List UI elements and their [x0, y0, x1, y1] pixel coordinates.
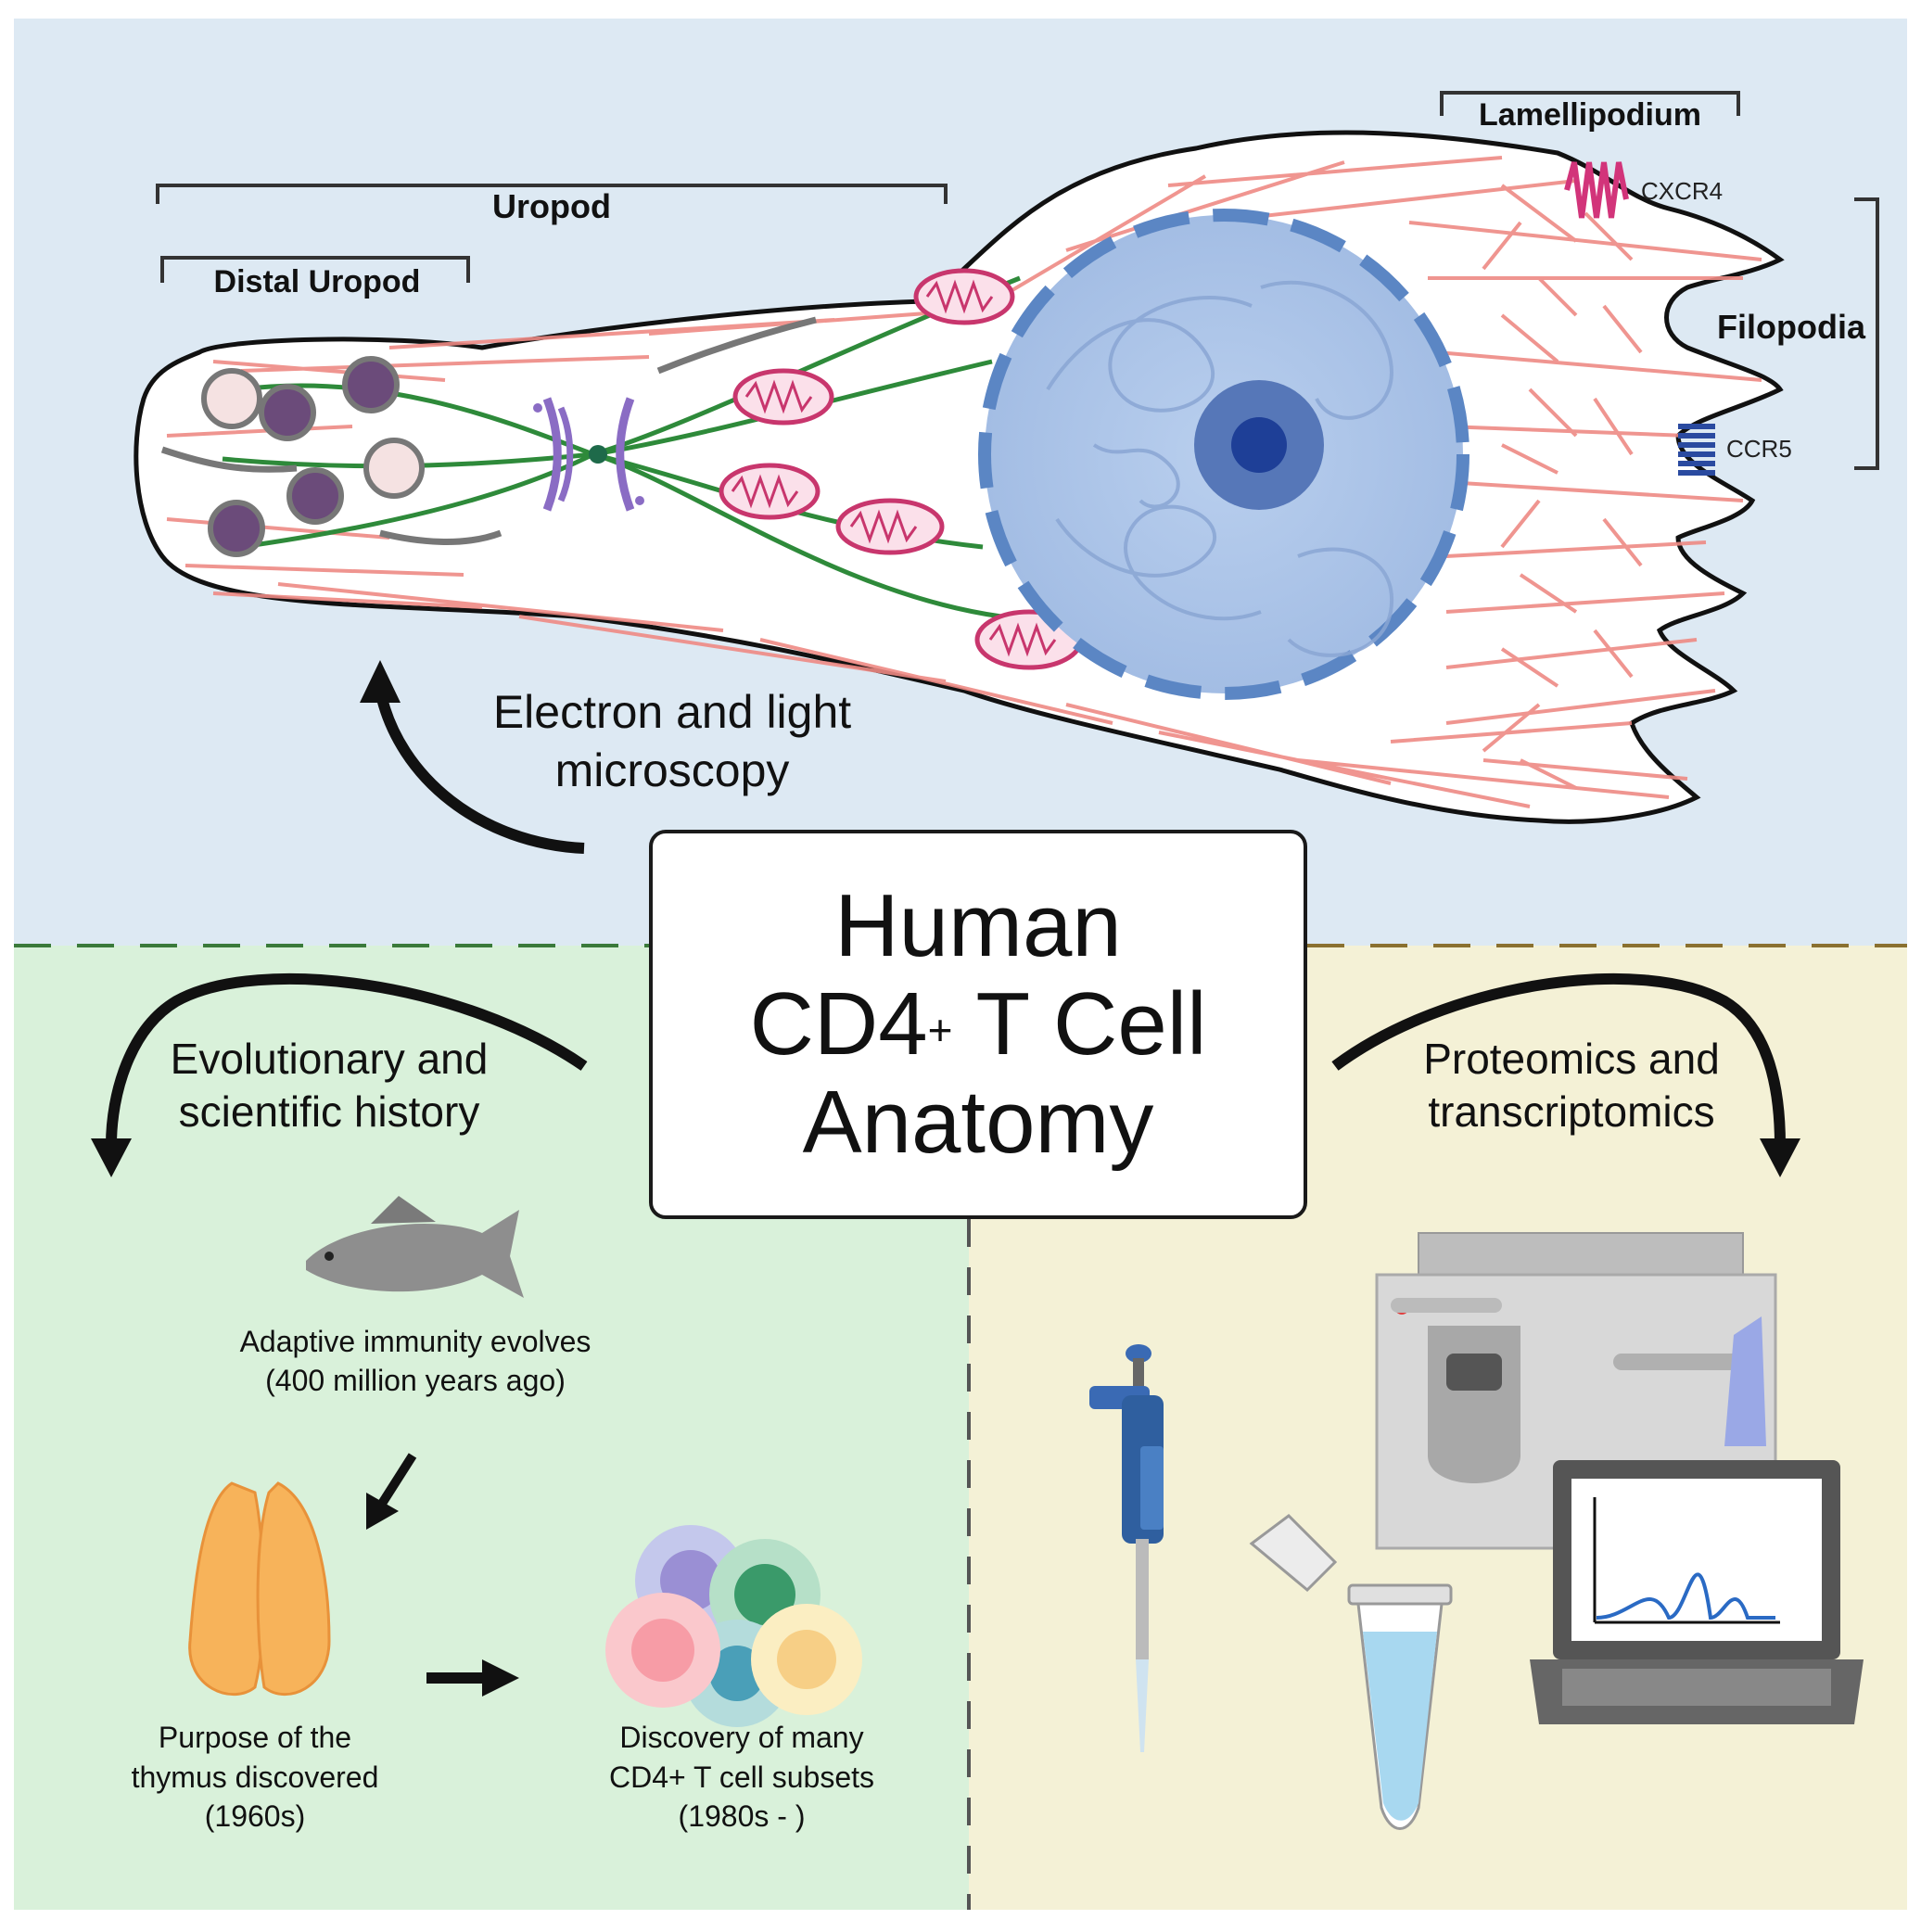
ccr5-label: CCR5: [1726, 435, 1792, 463]
distal-uropod-bracket: [160, 256, 470, 283]
history-label-line1: Evolutionary and: [171, 1035, 489, 1083]
lamellipodium-label: Lamellipodium: [1479, 97, 1701, 133]
laptop-icon: [1530, 1460, 1864, 1724]
fish-icon: [306, 1196, 524, 1298]
er-fragments: [160, 316, 817, 545]
subsets-label-line2: CD4+ T cell subsets: [609, 1760, 874, 1794]
lamellipodium-bracket: [1440, 91, 1740, 116]
title-line-1: Human: [834, 876, 1122, 975]
chromatin: [1046, 280, 1394, 657]
omics-label-line1: Proteomics and: [1423, 1035, 1720, 1083]
mitochondria-cristae: [731, 279, 1057, 657]
cxcr4-label: CXCR4: [1641, 177, 1723, 205]
thymus-label-line1: Purpose of the: [159, 1721, 351, 1754]
t-cell-subsets-icon: [605, 1525, 862, 1727]
subsets-label-line1: Discovery of many: [619, 1721, 863, 1754]
adaptive-label-line2: (400 million years ago): [265, 1364, 566, 1397]
microtube-icon: [1249, 1514, 1453, 1830]
omics-label-line2: transcriptomics: [1428, 1087, 1714, 1136]
filopodia-label: Filopodia: [1717, 308, 1866, 346]
down-left-arrow: [366, 1453, 417, 1530]
title-box: Human CD4+ T Cell Anatomy: [649, 830, 1307, 1219]
thymus-label-line3: (1960s): [205, 1799, 306, 1833]
distal-uropod-label: Distal Uropod: [214, 264, 421, 299]
microscopy-arrow: [360, 660, 585, 854]
omics-arrow: [1331, 972, 1800, 1177]
mitochondria: [719, 268, 1084, 670]
nuclear-envelope: [978, 209, 1469, 700]
cxcr4-receptor: [1564, 161, 1629, 219]
uropod-bracket: [156, 184, 948, 204]
filopodia-bracket: [1854, 197, 1879, 470]
title-tcell: T Cell: [952, 974, 1207, 1074]
granules: [201, 356, 425, 557]
ccr5-receptor: [1678, 424, 1715, 476]
pipette-icon: [1089, 1344, 1164, 1752]
subsets-label-line3: (1980s - ): [679, 1799, 806, 1833]
centrosome: [533, 397, 644, 512]
title-line-2: CD4+ T Cell: [750, 975, 1207, 1074]
title-superscript: +: [927, 1006, 953, 1054]
nucleolus-core: [1231, 417, 1287, 473]
title-line-3: Anatomy: [802, 1073, 1154, 1172]
history-label-line2: scientific history: [179, 1087, 480, 1136]
microscopy-label-line1: Electron and light: [493, 686, 851, 738]
thymus-label-line2: thymus discovered: [132, 1760, 379, 1794]
history-arrow: [91, 972, 588, 1177]
uropod-label: Uropod: [492, 187, 611, 225]
adaptive-label-line1: Adaptive immunity evolves: [240, 1325, 592, 1358]
actin-network: [166, 156, 1762, 808]
thymus-icon: [188, 1481, 331, 1697]
title-cd4: CD4: [749, 974, 928, 1074]
right-arrow: [426, 1659, 519, 1697]
microscopy-label-line2: microscopy: [555, 744, 790, 796]
